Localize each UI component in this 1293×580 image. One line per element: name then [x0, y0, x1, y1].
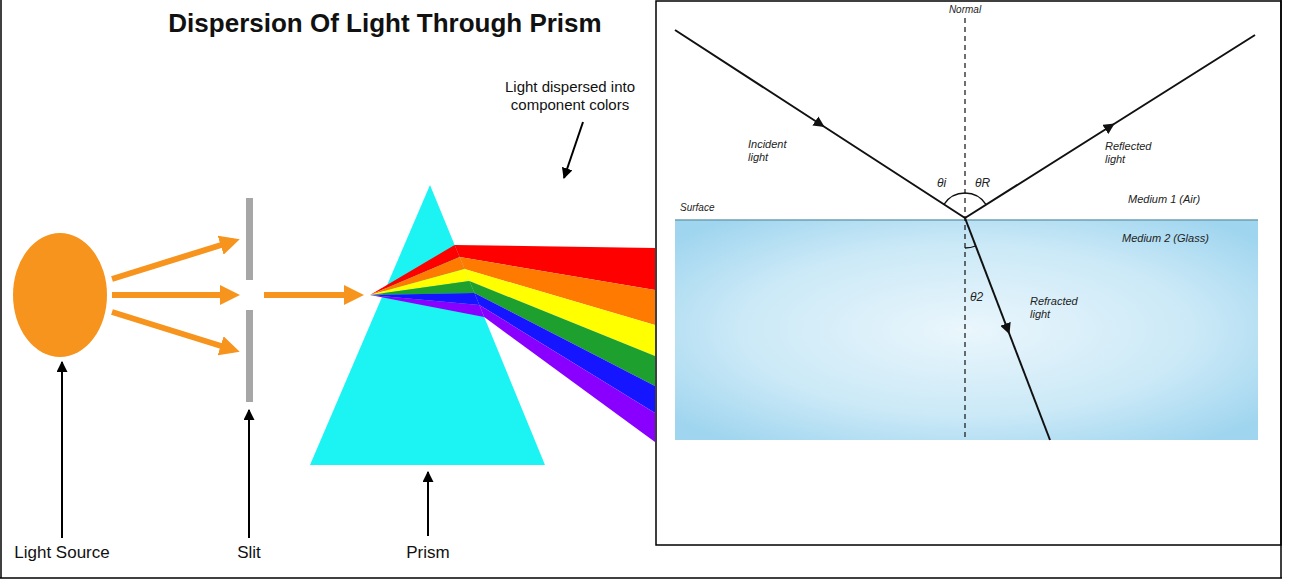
glass-medium: [675, 220, 1258, 440]
light-ray: [112, 312, 234, 350]
ray-label: Incident light: [748, 138, 800, 164]
angle-label: θR: [975, 176, 990, 190]
refracted-ray: [965, 218, 1050, 440]
incident-ray: [675, 30, 965, 218]
medium-label: Medium 1 (Air): [1128, 193, 1200, 206]
part-label: Light Source: [14, 543, 109, 563]
spectrum-band: [370, 295, 484, 317]
light-ray: [112, 292, 234, 298]
part-label: Prism: [406, 543, 449, 563]
ray-label: Reflected light: [1105, 140, 1161, 166]
leader-arrow: [61, 362, 63, 538]
panel-border: [656, 1, 1281, 545]
leader-arrow: [427, 472, 429, 536]
angle-arc: [965, 246, 976, 248]
spectrum-band: [474, 293, 655, 413]
spectrum-band: [479, 305, 655, 442]
angle-arc: [965, 193, 986, 205]
angle-arc: [944, 193, 965, 204]
frame-line: [0, 577, 1282, 579]
light-ray: [264, 292, 358, 298]
reflected-ray: [965, 35, 1255, 218]
leader-arrow: [564, 122, 583, 178]
angle-label: θi: [937, 176, 946, 190]
normal-line: [964, 18, 965, 440]
light-source: [13, 233, 107, 357]
leader-arrow: [248, 410, 250, 538]
frame-line: [0, 0, 2, 578]
callout-label: Light dispersed into component colors: [488, 78, 653, 114]
spectrum-band: [370, 281, 474, 295]
diagram-title: Dispersion Of Light Through Prism: [168, 8, 601, 39]
ray-label: Refracted light: [1030, 295, 1086, 321]
angle-label: θ2: [970, 290, 983, 304]
part-label: Slit: [237, 543, 261, 563]
medium-label: Medium 2 (Glass): [1122, 232, 1209, 245]
slit-bar: [246, 310, 253, 402]
light-ray: [112, 241, 234, 279]
line-label: Normal: [949, 4, 981, 16]
slit-bar: [246, 198, 253, 280]
surface-label: Surface: [680, 202, 714, 214]
